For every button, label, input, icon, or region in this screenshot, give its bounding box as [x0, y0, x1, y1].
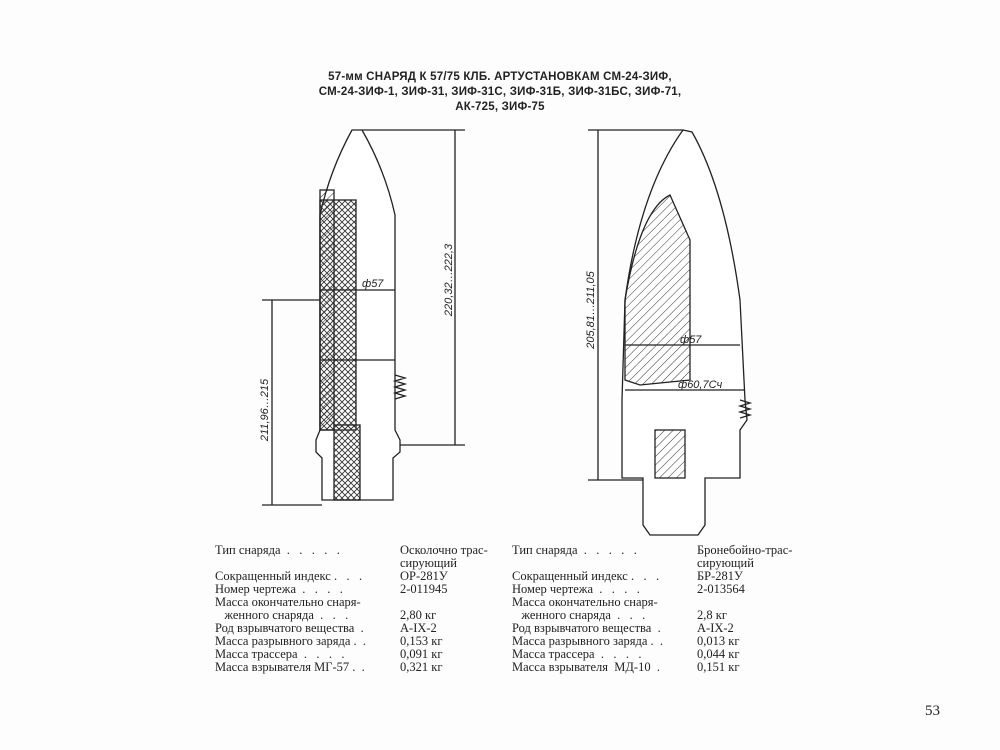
spec-row: Масса трассера . . . . 0,091 кг: [215, 648, 488, 661]
spec-value: БР-281У: [697, 569, 743, 583]
spec-label: Род взрывчатого вещества .: [215, 621, 364, 635]
spec-value: 0,091 кг: [400, 647, 443, 661]
spec-label: Масса окончательно снаря-: [512, 595, 658, 609]
spec-row: Тип снаряда . . . . . Бронебойно-трас-: [512, 544, 792, 557]
spec-value: сирующий: [697, 556, 754, 570]
spec-label: женного снаряда . . .: [215, 608, 349, 622]
spec-label: Род взрывчатого вещества .: [512, 621, 661, 635]
spec-row: Номер чертежа . . . . 2-011945: [215, 583, 488, 596]
spec-value: 2-011945: [400, 582, 448, 596]
spec-value: 2-013564: [697, 582, 745, 596]
spec-label: Масса разрывного заряда . .: [512, 634, 664, 648]
spec-row: Род взрывчатого вещества . А-IX-2: [215, 622, 488, 635]
spec-label: Масса взрывателя МГ-57 . .: [215, 660, 365, 674]
spec-value: 2,8 кг: [697, 608, 727, 622]
spec-value: 0,013 кг: [697, 634, 740, 648]
spec-value: сирующий: [400, 556, 457, 570]
spec-value: 0,321 кг: [400, 660, 443, 674]
left-spec-table: Тип снаряда . . . . . Осколочно трас- сир…: [215, 544, 488, 674]
spec-row: сирующий: [512, 557, 792, 570]
spec-value: 0,151 кг: [697, 660, 740, 674]
spec-label: Тип снаряда . . . . .: [215, 543, 340, 557]
spec-value: 0,044 кг: [697, 647, 740, 661]
spec-label: Масса окончательно снаря-: [215, 595, 361, 609]
spec-value: 2,80 кг: [400, 608, 437, 622]
spec-row: Род взрывчатого вещества . А-IX-2: [512, 622, 792, 635]
spec-row: Масса разрывного заряда . . 0,013 кг: [512, 635, 792, 648]
title-line-1: 57-мм СНАРЯД К 57/75 КЛБ. АРТУСТАНОВКАМ …: [328, 71, 672, 83]
spec-value: А-IX-2: [400, 621, 437, 635]
right-band-diameter-label: ф60,7Cч: [678, 379, 723, 391]
spec-label: Сокращенный индекс . . .: [512, 569, 660, 583]
spec-row: женного снаряда . . . 2,8 кг: [512, 609, 792, 622]
left-shell-drawing: [262, 129, 465, 506]
spec-value: Бронебойно-трас-: [697, 543, 793, 557]
right-diameter-label: ф57: [680, 334, 702, 346]
right-length-label: 205,81…211,05: [585, 270, 597, 349]
spec-row: женного снаряда . . . 2,80 кг: [215, 609, 488, 622]
spec-label: Номер чертежа . . . .: [512, 582, 640, 596]
spec-label: Тип снаряда . . . . .: [512, 543, 637, 557]
spec-row: Масса разрывного заряда . . 0,153 кг: [215, 635, 488, 648]
spec-label: Масса трассера . . . .: [512, 647, 642, 661]
spec-label: Номер чертежа . . . .: [215, 582, 343, 596]
spec-value: А-IX-2: [697, 621, 734, 635]
spec-row: Сокращенный индекс . . . БР-281У: [512, 570, 792, 583]
page-title: 57-мм СНАРЯД К 57/75 КЛБ. АРТУСТАНОВКАМ …: [300, 70, 700, 115]
page-number: 53: [925, 703, 940, 719]
spec-value: Осколочно трас-: [400, 543, 488, 557]
spec-row: Масса окончательно снаря-: [512, 596, 792, 609]
spec-label: женного снаряда . . .: [512, 608, 646, 622]
spec-row: Масса взрывателя МГ-57 . . 0,321 кг: [215, 661, 488, 674]
right-shell-drawing: [588, 129, 753, 536]
spec-value: 0,153 кг: [400, 634, 443, 648]
spec-row: Масса взрывателя МД-10 . 0,151 кг: [512, 661, 792, 674]
right-spec-table: Тип снаряда . . . . . Бронебойно-трас- си…: [512, 544, 792, 674]
spec-row: Масса трассера . . . . 0,044 кг: [512, 648, 792, 661]
spec-row: Масса окончательно снаря-: [215, 596, 488, 609]
spec-label: Масса разрывного заряда . .: [215, 634, 367, 648]
spec-row: Тип снаряда . . . . . Осколочно трас-: [215, 544, 488, 557]
spec-row: Номер чертежа . . . . 2-013564: [512, 583, 792, 596]
title-line-2: СМ-24-ЗИФ-1, ЗИФ-31, ЗИФ-31С, ЗИФ-31Б, З…: [318, 86, 682, 98]
spec-label: Сокращенный индекс . . .: [215, 569, 363, 583]
spec-value: ОР-281У: [400, 569, 448, 583]
spec-label: Масса взрывателя МД-10 .: [512, 660, 660, 674]
left-diameter-label: ф57: [362, 278, 384, 290]
title-line-3: АК-725, ЗИФ-75: [455, 101, 545, 113]
spec-row: сирующий: [215, 557, 488, 570]
left-length-total-label: 211,96…215: [259, 378, 271, 442]
spec-label: Масса трассера . . . .: [215, 647, 345, 661]
left-length-body-label: 220,32…222,3: [443, 243, 455, 317]
spec-row: Сокращенный индекс . . . ОР-281У: [215, 570, 488, 583]
